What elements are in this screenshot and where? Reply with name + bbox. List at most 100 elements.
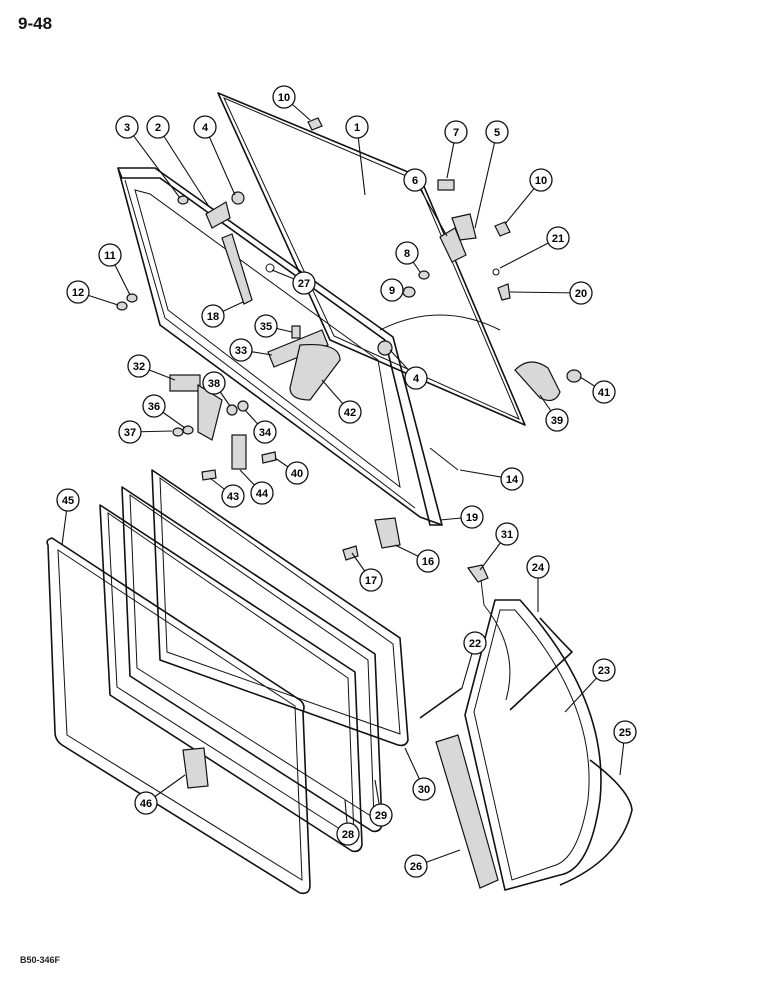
bushing-part-4-lower <box>377 340 393 356</box>
callout-number-25: 25 <box>619 727 631 739</box>
callout-leader-3 <box>126 126 181 199</box>
callout-number-4: 4 <box>413 373 420 385</box>
callout-circle-26 <box>404 854 428 878</box>
callout-number-3: 3 <box>124 122 130 134</box>
callout-number-30: 30 <box>418 784 430 796</box>
callout-leader-2 <box>157 126 209 206</box>
callout-circle-4 <box>193 115 217 139</box>
callout-number-9: 9 <box>389 285 395 297</box>
window-frame-part-19 <box>117 167 443 526</box>
callout-circle-34 <box>253 420 277 444</box>
callout-circle-10 <box>529 168 553 192</box>
callout-number-39: 39 <box>551 415 563 427</box>
callout-number-44: 44 <box>256 488 269 500</box>
callout-number-28: 28 <box>342 829 354 841</box>
callout-circle-24 <box>526 555 550 579</box>
callout-circle-40 <box>285 461 309 485</box>
page-number: 9-48 <box>18 14 53 33</box>
bracket-part-16 <box>374 517 401 549</box>
callout-number-7: 7 <box>453 127 459 139</box>
callout-number-4: 4 <box>202 122 209 134</box>
callout-number-45: 45 <box>62 495 74 507</box>
callout-circle-28 <box>336 822 360 846</box>
callout-number-31: 31 <box>501 529 513 541</box>
hinge-part-2 <box>205 201 231 229</box>
callout-circle-36 <box>142 394 166 418</box>
seal-part-45 <box>46 537 311 895</box>
callout-circle-43 <box>221 484 245 508</box>
callout-number-29: 29 <box>375 810 387 822</box>
callout-circle-21 <box>546 226 570 250</box>
hinge-part-6 <box>439 227 467 263</box>
callout-number-20: 20 <box>575 288 587 300</box>
callout-circle-46 <box>134 791 158 815</box>
plate-part-44 <box>231 434 247 470</box>
strip-part-22 <box>419 687 463 719</box>
plate-part-42 <box>289 343 341 401</box>
callout-circle-18 <box>201 304 225 328</box>
seal-part-28 <box>99 504 363 853</box>
plate-part-9 <box>437 179 455 191</box>
callout-circle-37 <box>118 420 142 444</box>
bushing-part-3 <box>177 195 189 205</box>
bolt-part-20 <box>497 283 511 301</box>
callout-number-43: 43 <box>227 491 239 503</box>
callout-circle-39 <box>545 408 569 432</box>
bushing-part-41 <box>566 369 582 383</box>
bracket-part-32-body <box>197 383 223 441</box>
callout-circle-33 <box>229 338 253 362</box>
callout-number-17: 17 <box>365 575 377 587</box>
nut-part-7 <box>418 270 430 280</box>
latch-part-31 <box>466 564 489 583</box>
plate-part-33 <box>267 329 329 368</box>
callout-number-12: 12 <box>72 287 84 299</box>
callout-number-18: 18 <box>207 311 219 323</box>
callout-number-16: 16 <box>422 556 434 568</box>
hinge-part-26 <box>435 734 499 889</box>
strut-part-18 <box>221 233 253 305</box>
callout-circle-17 <box>359 568 383 592</box>
callout-number-19: 19 <box>466 512 478 524</box>
bolt-part-10-top <box>307 117 323 131</box>
pin-part-14 <box>429 447 459 471</box>
callout-number-35: 35 <box>260 321 272 333</box>
drawing-reference-code: B50-346F <box>20 955 61 965</box>
callout-number-38: 38 <box>208 378 220 390</box>
callout-circle-25 <box>613 720 637 744</box>
callout-circle-16 <box>416 549 440 573</box>
callout-circle-9 <box>380 278 404 302</box>
callout-number-23: 23 <box>598 665 610 677</box>
callout-number-11: 11 <box>104 250 116 262</box>
callout-number-34: 34 <box>259 427 272 439</box>
bushing-part-11 <box>126 293 138 303</box>
callout-number-2: 2 <box>155 122 161 134</box>
washer-part-38 <box>226 404 238 416</box>
spacer-part-46 <box>182 747 209 789</box>
nut-part-12 <box>116 301 128 311</box>
quarter-glass-part-23 <box>464 599 602 891</box>
callout-circle-32 <box>127 354 151 378</box>
washer-part-27 <box>265 263 275 273</box>
callout-number-33: 33 <box>235 345 247 357</box>
callout-circle-5 <box>485 120 509 144</box>
bolt-part-40 <box>261 451 277 464</box>
callout-circle-30 <box>412 777 436 801</box>
glass-panel-part-1 <box>217 92 526 426</box>
callout-leader-20 <box>509 291 582 294</box>
nut-part-8 <box>402 286 416 298</box>
callout-circle-45 <box>56 488 80 512</box>
callout-number-1: 1 <box>354 122 360 134</box>
seal-part-24 <box>509 617 573 711</box>
callout-number-5: 5 <box>494 127 500 139</box>
callout-leader-4 <box>204 126 236 196</box>
callout-circle-31 <box>495 522 519 546</box>
bracket-part-32 <box>169 374 201 392</box>
callout-circle-29 <box>369 803 393 827</box>
callout-circle-7 <box>444 120 468 144</box>
callout-circle-38 <box>202 371 226 395</box>
callout-number-10: 10 <box>278 92 290 104</box>
callout-circle-42 <box>338 400 362 424</box>
callout-number-26: 26 <box>410 861 422 873</box>
